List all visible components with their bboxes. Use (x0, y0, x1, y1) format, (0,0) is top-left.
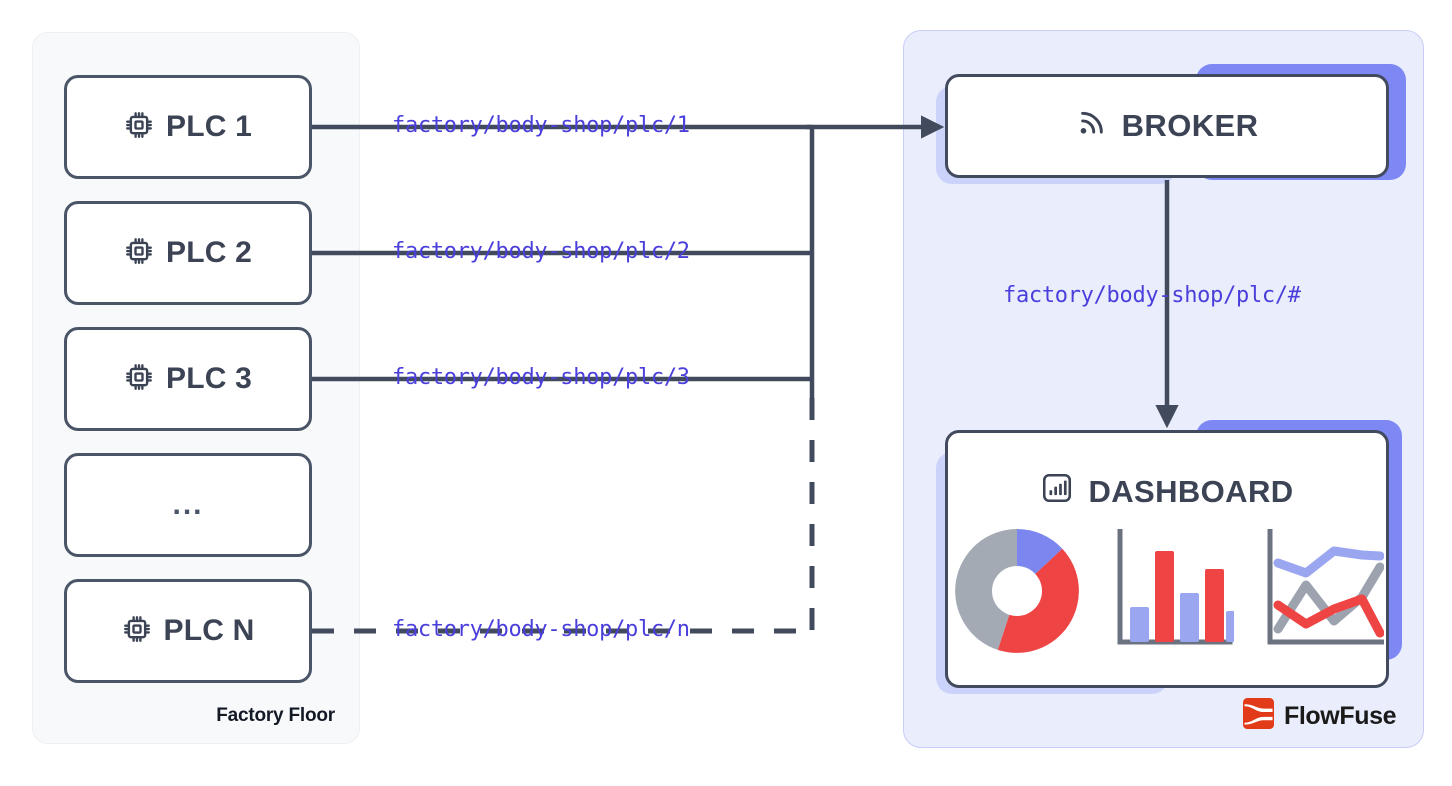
topic-label-plc-n: factory/body-shop/plc/n (392, 617, 690, 642)
cpu-chip-icon (124, 236, 154, 271)
topic-label-plc-1: factory/body-shop/plc/1 (392, 113, 690, 138)
dashboard-label: DASHBOARD (1088, 474, 1294, 509)
factory-floor-label: Factory Floor (216, 705, 335, 726)
donut-chart (955, 529, 1079, 653)
cpu-chip-icon (122, 614, 152, 649)
flowfuse-logo-icon (1243, 698, 1274, 734)
plc-node-3[interactable]: PLC 3 (64, 327, 312, 431)
topic-label-plc-3: factory/body-shop/plc/3 (392, 365, 690, 390)
plc-node-1[interactable]: PLC 1 (64, 75, 312, 179)
dashboard-chart-row (952, 527, 1384, 655)
topic-label-plc-2: factory/body-shop/plc/2 (392, 239, 690, 264)
bar-chart-square-icon (1040, 471, 1074, 513)
flowfuse-wordmark: FlowFuse (1284, 701, 1397, 730)
cpu-chip-icon (124, 110, 154, 145)
topic-label-subscription: factory/body-shop/plc/# (1003, 283, 1301, 308)
line-chart (1267, 529, 1384, 645)
plc-node-n[interactable]: PLC N (64, 579, 312, 683)
plc-node-label: PLC 2 (165, 236, 253, 269)
flowfuse-brand: FlowFuse (1243, 698, 1396, 734)
ellipsis-label: ... (172, 488, 204, 521)
plc-node-ellipsis: ... (64, 453, 312, 557)
plc-node-label: PLC 1 (165, 110, 253, 143)
plc-node-label: PLC 3 (165, 362, 253, 395)
broker-label: BROKER (1121, 108, 1259, 143)
cpu-chip-icon (124, 362, 154, 397)
broker-node[interactable]: BROKER (945, 74, 1389, 178)
bar-chart (1117, 529, 1234, 645)
broadcast-signal-icon (1076, 106, 1108, 146)
plc-node-label: PLC N (163, 614, 255, 647)
plc-node-2[interactable]: PLC 2 (64, 201, 312, 305)
